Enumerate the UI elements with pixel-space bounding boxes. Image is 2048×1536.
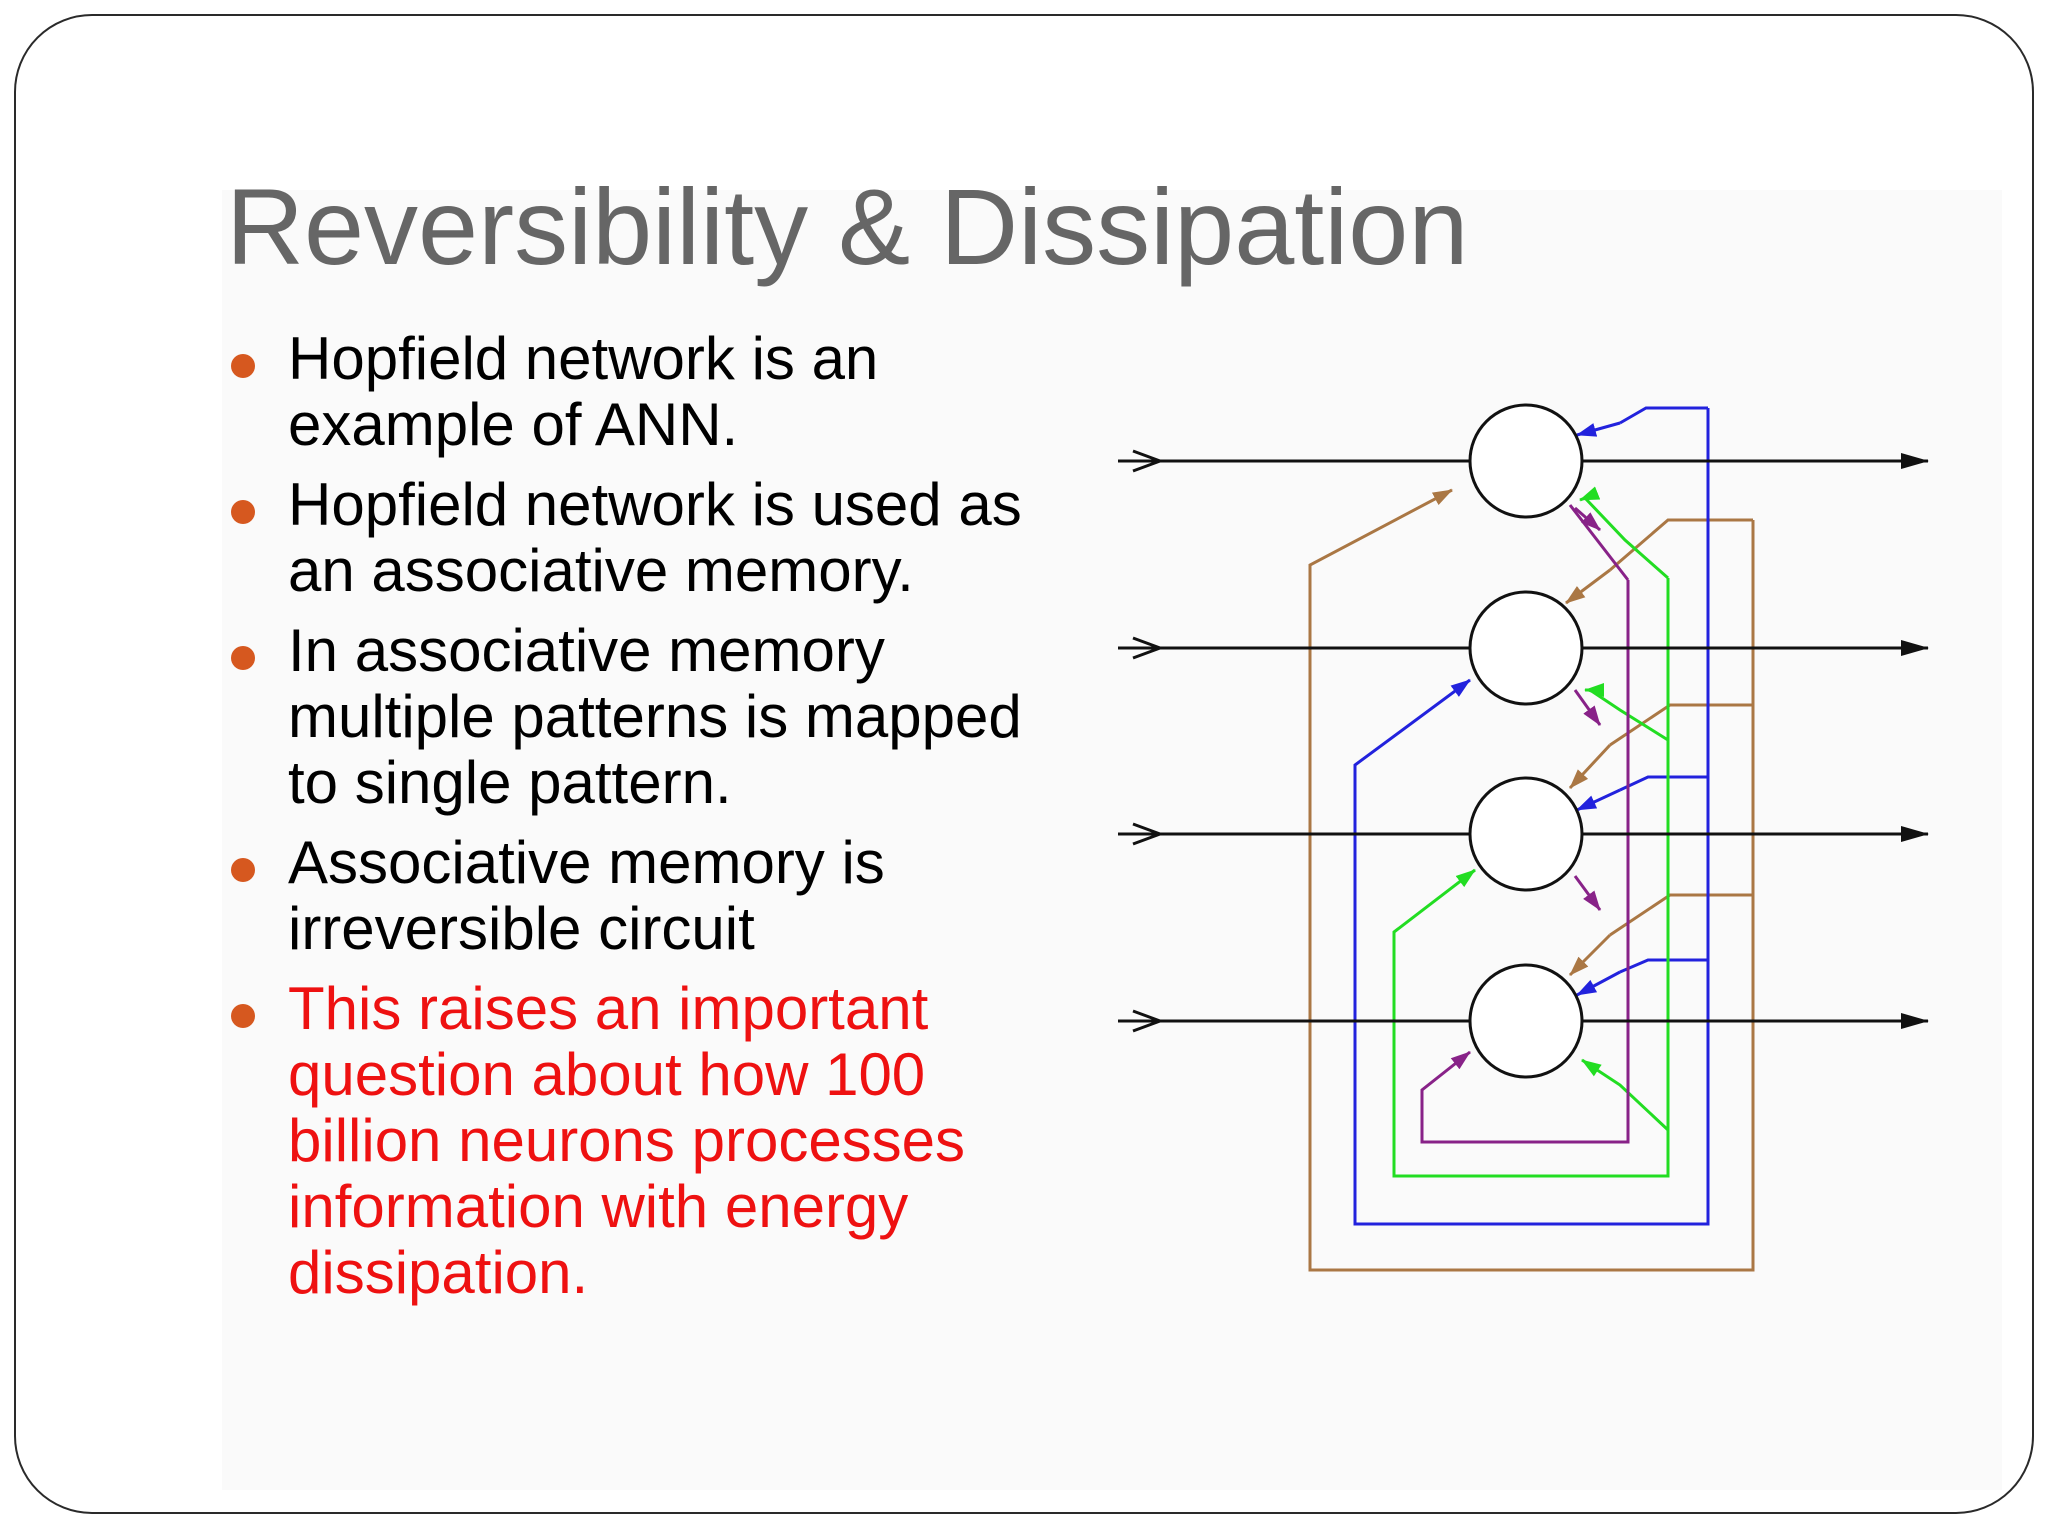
- bullet-text: Hopfield network is an example of ANN.: [288, 325, 879, 458]
- neuron-1: [1468, 403, 1584, 519]
- hopfield-network-diagram: [1118, 403, 1929, 1272]
- bullet-dot-icon: [231, 1004, 255, 1028]
- bullet-text: Associative memory is irreversible circu…: [288, 829, 885, 962]
- bullet-dot-icon: [231, 858, 255, 882]
- bullet-item: Hopfield network is an example of ANN.: [226, 326, 1086, 458]
- bullet-dot-icon: [231, 500, 255, 524]
- bullet-item: Associative memory is irreversible circu…: [226, 830, 1086, 962]
- bullet-dot-icon: [231, 646, 255, 670]
- bullet-text-highlight: This raises an important question about …: [288, 975, 966, 1306]
- bullet-item-highlight: This raises an important question about …: [226, 976, 1086, 1306]
- bullet-list: Hopfield network is an example of ANN. H…: [226, 326, 1086, 1320]
- neuron-2: [1468, 590, 1584, 706]
- feedback-loop-brown: [1308, 488, 1755, 1272]
- neuron-3: [1468, 776, 1584, 892]
- bullet-dot-icon: [231, 354, 255, 378]
- bullet-text: Hopfield network is used as an associati…: [288, 471, 1022, 604]
- neuron-rows: [1118, 449, 1929, 1033]
- bullet-item: In associative memory multiple patterns …: [226, 618, 1086, 816]
- bullet-text: In associative memory multiple patterns …: [288, 617, 1022, 816]
- feedback-loop-green: [1392, 486, 1670, 1178]
- slide-title: Reversibility & Dissipation: [226, 166, 1469, 287]
- bullet-item: Hopfield network is used as an associati…: [226, 472, 1086, 604]
- neuron-4: [1468, 963, 1584, 1079]
